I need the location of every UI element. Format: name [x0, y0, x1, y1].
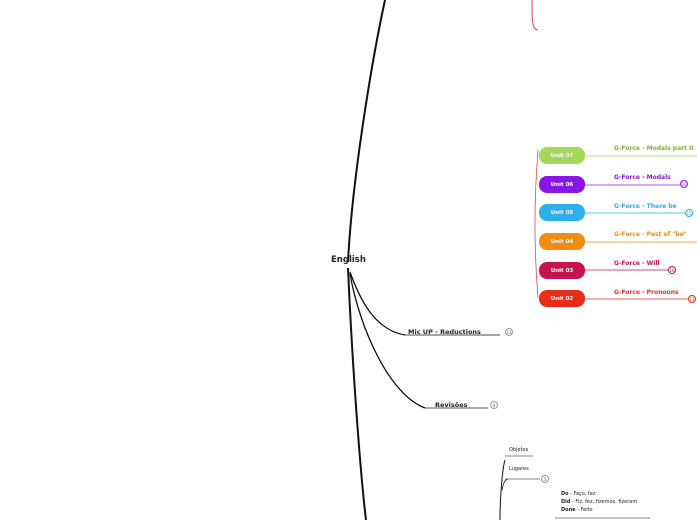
unit-04-pill[interactable]: Unit 04	[539, 233, 585, 250]
unit-03-topic[interactable]: G-Force - Will	[614, 260, 660, 267]
verb-done: Done - Feito	[561, 507, 593, 513]
count-badge-unit-03[interactable]: 16	[668, 266, 676, 274]
unit-02-topic[interactable]: G-Force - Pronouns	[614, 289, 679, 296]
topic-objetos[interactable]: Objetos	[509, 447, 529, 453]
count-badge-lugares[interactable]: 5	[541, 475, 549, 483]
unit-05-topic[interactable]: G-Force - There be	[614, 203, 677, 210]
root-topic[interactable]: English	[331, 255, 366, 265]
unit-06-topic[interactable]: G-Force - Modals	[614, 174, 671, 181]
unit-05-pill[interactable]: Unit 05	[539, 204, 585, 221]
topic-revisoes[interactable]: Revisões	[435, 401, 468, 409]
count-badge-unit-05[interactable]: 15	[685, 209, 693, 217]
count-badge-mic-up[interactable]: 13	[505, 328, 513, 336]
unit-07-pill[interactable]: Unit 07	[539, 147, 585, 164]
count-badge-revisoes[interactable]: 8	[490, 401, 498, 409]
count-badge-unit-02[interactable]: 13	[688, 295, 696, 303]
unit-06-pill[interactable]: Unit 06	[539, 176, 585, 193]
topic-mic-up[interactable]: Mic UP - Reductions	[408, 328, 481, 336]
unit-03-pill[interactable]: Unit 03	[539, 262, 585, 279]
unit-04-topic[interactable]: G-Force - Past of "be"	[614, 231, 687, 238]
unit-07-topic[interactable]: G-Force - Modals part II	[614, 145, 694, 152]
verb-do: Do - Faço, faz	[561, 491, 596, 497]
topic-lugares[interactable]: Lugares	[509, 466, 529, 472]
verb-did: Did - Fiz, fez, fizemos, fizeram	[561, 499, 638, 505]
unit-02-pill[interactable]: Unit 02	[539, 290, 585, 307]
count-badge-unit-06[interactable]: 10	[680, 180, 688, 188]
